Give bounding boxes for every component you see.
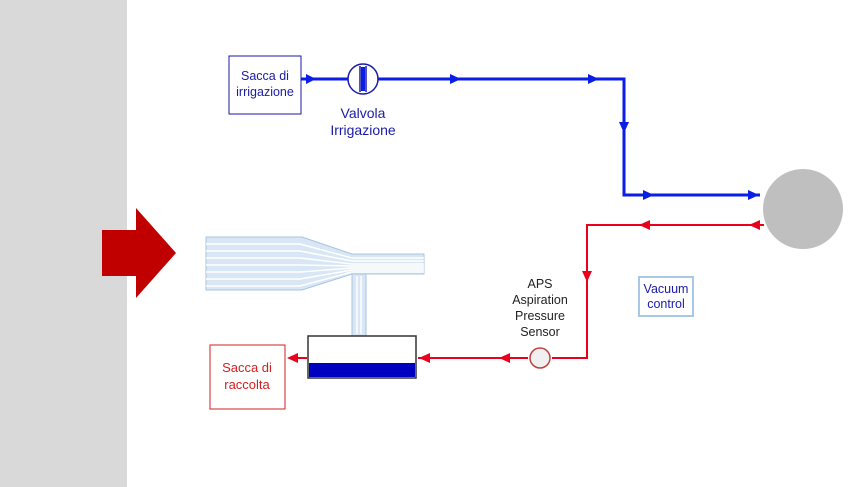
aps-label-1: APS	[527, 277, 552, 291]
irrigation-bag-label-1: Sacca di	[241, 69, 289, 83]
aps-label-4: Sensor	[520, 325, 560, 339]
valve-label-1: Valvola	[341, 105, 386, 121]
aspiration-arrowheads	[287, 220, 760, 363]
handpiece	[205, 236, 425, 337]
big-right-arrow	[102, 208, 176, 298]
aspiration-line	[418, 224, 764, 359]
aps-label-3: Pressure	[515, 309, 565, 323]
aps-label-2: Aspiration	[512, 293, 568, 307]
vacuum-control-box	[638, 276, 694, 317]
collection-bag-label-1: Sacca di	[222, 360, 272, 375]
pressure-sensor-icon	[529, 347, 551, 369]
reservoir	[307, 335, 417, 379]
irrigation-bag-label-2: irrigazione	[236, 85, 294, 99]
irrigation-arrowheads	[306, 74, 759, 200]
irrigation-bag-box	[228, 55, 302, 115]
vacuum-control-label-2: control	[647, 297, 685, 311]
collection-bag-box	[209, 344, 286, 410]
valve-icon	[347, 63, 379, 95]
valve-label-2: Irrigazione	[330, 122, 396, 138]
collection-bag-label-2: raccolta	[224, 377, 270, 392]
vacuum-control-label-1: Vacuum	[644, 282, 689, 296]
eye-circle	[763, 169, 843, 249]
